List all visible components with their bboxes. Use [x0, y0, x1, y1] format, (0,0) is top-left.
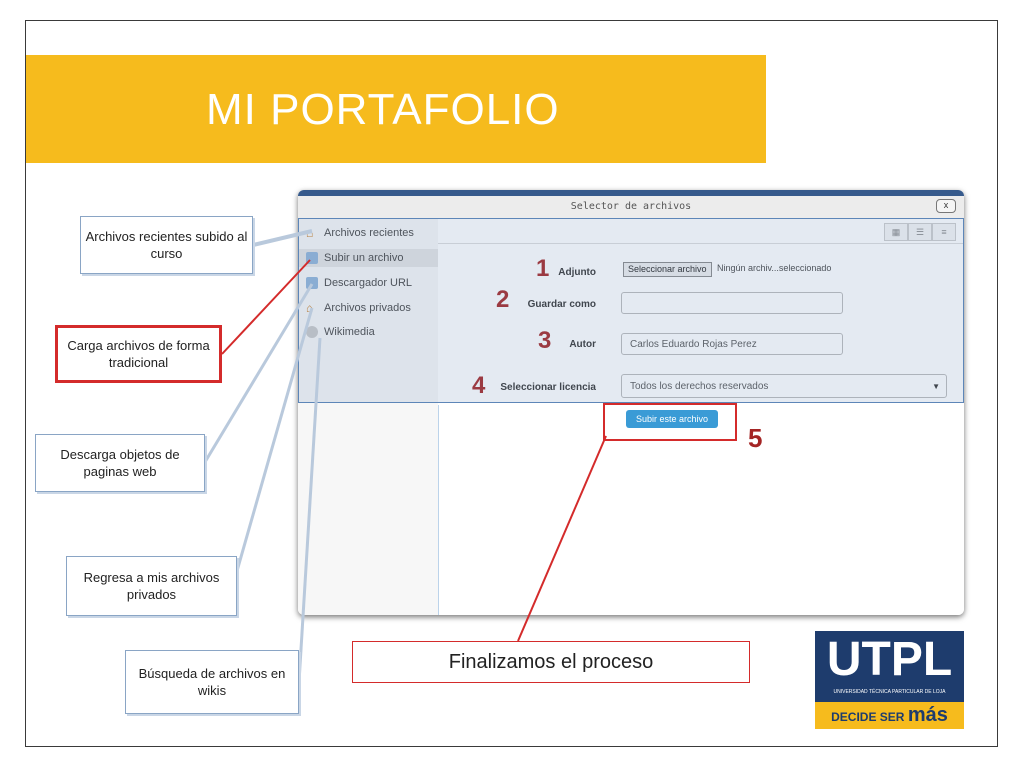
view-toolbar: ▦ ☰ ≡	[438, 219, 964, 244]
guardar-como-input[interactable]	[621, 292, 843, 314]
sidebar-item-label: Descargador URL	[324, 277, 413, 289]
upload-highlight-box	[603, 403, 737, 441]
sidebar-item-subir[interactable]: Subir un archivo	[298, 249, 438, 267]
sidebar-item-wikimedia[interactable]: Wikimedia	[306, 323, 375, 341]
logo-slogan-band	[815, 702, 964, 729]
upload-file-button[interactable]: Subir este archivo	[626, 410, 718, 428]
list-view-icon[interactable]: ☰	[908, 223, 932, 241]
slide-title: MI PORTAFOLIO	[206, 85, 560, 134]
step-number-4: 4	[472, 372, 486, 399]
step-number-3: 3	[538, 327, 552, 354]
step-number-5: 5	[748, 423, 763, 453]
logo-subtitle: UNIVERSIDAD TÉCNICA PARTICULAR DE LOJA	[833, 689, 946, 695]
licencia-select[interactable]: Todos los derechos reservados ▼	[621, 374, 947, 398]
file-status: Ningún archiv...seleccionado	[717, 263, 832, 273]
sidebar-item-privados[interactable]: ⌂ Archivos privados	[306, 299, 411, 317]
guardar-como-label: Guardar como	[527, 299, 596, 310]
select-file-button[interactable]: Seleccionar archivo	[623, 262, 712, 277]
licencia-label: Seleccionar licencia	[500, 382, 596, 393]
connector-recientes	[252, 229, 313, 247]
sidebar-item-descargador[interactable]: Descargador URL	[306, 274, 412, 292]
close-button[interactable]: x	[936, 199, 956, 213]
connector-busqueda	[297, 337, 322, 683]
logo-slogan-pre: DECIDE SER	[831, 710, 905, 724]
logo-wordmark: UTPL	[826, 633, 953, 686]
logo-slogan-mas: más	[907, 704, 948, 726]
utpl-logo	[815, 631, 964, 702]
connector-regresa	[235, 307, 314, 572]
sidebar-item-label: Archivos privados	[324, 302, 411, 314]
sidebar-item-label: Subir un archivo	[324, 252, 404, 264]
tree-view-icon[interactable]: ≡	[932, 223, 956, 241]
connector-descarga	[203, 283, 314, 463]
adjunto-label: Adjunto	[558, 267, 596, 278]
step-number-2: 2	[496, 286, 510, 313]
grid-view-icon[interactable]: ▦	[884, 223, 908, 241]
autor-label: Autor	[569, 339, 596, 350]
connector-carga	[221, 259, 311, 355]
upload-panel: ▦ ☰ ≡ 1 Adjunto Seleccionar archivo Ning…	[438, 219, 964, 615]
globe-icon	[306, 326, 318, 338]
autor-input[interactable]: Carlos Eduardo Rojas Perez	[621, 333, 843, 355]
callout-finaliza: Finalizamos el proceso	[352, 641, 750, 683]
callout-descarga: Descarga objetos de paginas web	[35, 434, 205, 492]
callout-regresa: Regresa a mis archivos privados	[66, 556, 237, 616]
home-icon: ⌂	[306, 301, 314, 315]
download-icon	[306, 277, 318, 289]
logo-slogan: DECIDE SER más	[815, 702, 964, 731]
callout-recientes: Archivos recientes subido al curso	[80, 216, 253, 274]
title-band	[26, 55, 766, 163]
chevron-down-icon: ▼	[932, 382, 940, 391]
connector-finaliza	[517, 435, 607, 642]
upload-area	[438, 405, 957, 615]
callout-busqueda: Búsqueda de archivos en wikis	[125, 650, 299, 714]
window-top-strip	[298, 190, 964, 196]
callout-carga: Carga archivos de forma tradicional	[55, 325, 222, 383]
step-number-1: 1	[536, 255, 550, 282]
licencia-selected-value: Todos los derechos reservados	[630, 381, 769, 392]
sidebar-item-label: Wikimedia	[324, 326, 375, 338]
sidebar-item-label: Archivos recientes	[324, 227, 414, 239]
